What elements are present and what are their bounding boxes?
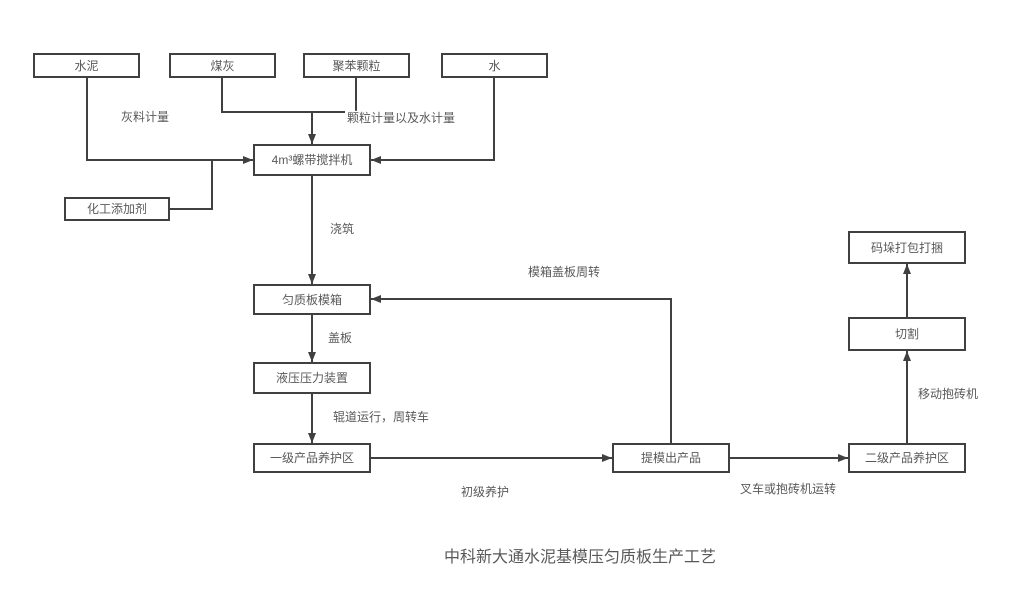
node-secondary-curing-area: 二级产品养护区	[848, 443, 966, 473]
node-primary-curing-area: 一级产品养护区	[253, 443, 371, 473]
node-screw-ribbon-mixer: 4m³螺带搅拌机	[253, 144, 371, 176]
label-ash-metering: 灰料计量	[118, 109, 172, 125]
label-particle-water-metering: 颗粒计量以及水计量	[344, 110, 458, 126]
node-palletizing-packing: 码垛打包打捆	[848, 231, 966, 264]
label-forklift-transfer: 叉车或抱砖机运转	[737, 481, 839, 497]
label-pouring: 浇筑	[327, 221, 357, 237]
label-roller-transfer: 辊道运行，周转车	[330, 409, 432, 425]
edge-additive-join-line	[170, 161, 213, 210]
node-cutting: 切割	[848, 317, 966, 351]
node-polystyrene-particles: 聚苯颗粒	[303, 53, 410, 78]
label-moldbox-cover-cycle: 模箱盖板周转	[525, 264, 603, 280]
edge-cement-to-mixer	[86, 78, 253, 164]
node-chemical-additive: 化工添加剂	[64, 197, 170, 221]
label-cover-plate: 盖板	[325, 330, 355, 346]
node-hydraulic-press: 液压压力装置	[253, 362, 371, 394]
node-water: 水	[441, 53, 548, 78]
node-demolded-product: 提模出产品	[612, 443, 730, 473]
diagram-title: 中科新大通水泥基模压匀质板生产工艺	[443, 549, 717, 566]
label-primary-curing: 初级养护	[458, 484, 512, 500]
node-coal-ash: 煤灰	[169, 53, 276, 78]
edge-water-to-mixer	[371, 78, 495, 164]
node-homogeneous-board-mold: 匀质板模箱	[253, 284, 371, 315]
node-cement: 水泥	[33, 53, 140, 78]
edge-demold-to-moldbox-return	[371, 295, 672, 443]
label-mobile-brick-clamp: 移动抱砖机	[915, 386, 981, 402]
edge-coalash-polystyrene-merge	[221, 78, 357, 113]
